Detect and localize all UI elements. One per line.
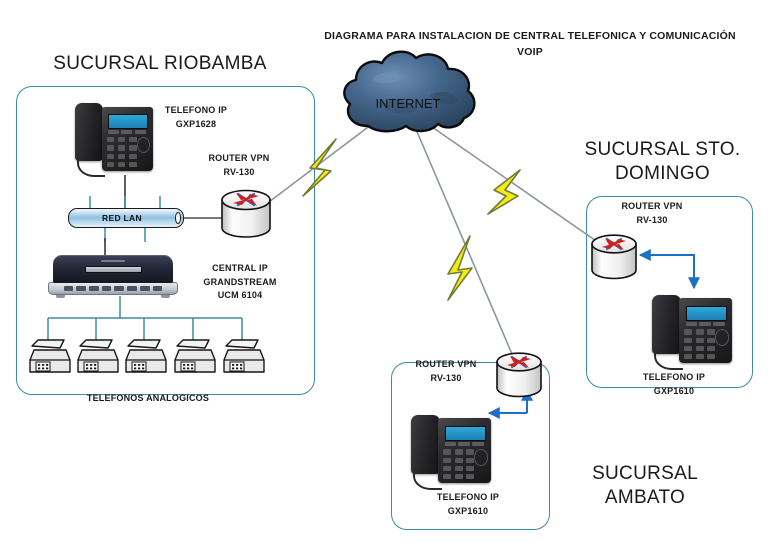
pbx-brand-mark: [101, 259, 125, 262]
diagram-title-line1: DIAGRAMA PARA INSTALACION DE CENTRAL TEL…: [324, 30, 736, 42]
device-label-riobamba-router: ROUTER VPN RV-130: [190, 152, 288, 179]
lightning-bolt-santo-domingo: [487, 169, 521, 215]
phone-keypad: [443, 449, 475, 480]
label-line2: GXP1610: [653, 385, 695, 396]
label-line1: CENTRAL IP: [212, 263, 268, 273]
phone-cord: [412, 466, 442, 490]
pbx-foot-left: [55, 294, 65, 298]
phone-body: [438, 417, 491, 484]
site-title-santo-domingo-line2: DOMINGO: [615, 162, 710, 184]
pbx-slot: [85, 266, 143, 273]
device-label-riobamba-pbx: CENTRAL IP GRANDSTREAM UCM 6104: [184, 262, 296, 303]
diagram-title-line2: VOIP: [517, 46, 543, 59]
site-title-santo-domingo: SUCURSAL STO. DOMINGO: [575, 138, 750, 186]
lan-bus-cap: [174, 212, 181, 224]
phone-screen: [107, 114, 148, 130]
site-title-santo-domingo-line1: SUCURSAL STO.: [584, 139, 741, 160]
ip-phone-icon-ambato: [411, 408, 491, 490]
phone-cord: [76, 154, 106, 177]
phone-nav-pad: [474, 449, 488, 466]
label-line1: ROUTER VPN: [208, 153, 270, 163]
phone-keypad: [684, 329, 716, 360]
phone-handset: [411, 414, 440, 474]
phone-softkeys: [685, 322, 725, 327]
site-panel-riobamba: [16, 86, 315, 395]
phone-nav-pad: [715, 329, 729, 346]
pbx-icon-riobamba: [48, 255, 178, 298]
label-line1: ROUTER VPN: [621, 201, 683, 211]
device-label-riobamba-analog: TELEFONOS ANALOGICOS: [86, 393, 210, 403]
ip-phone-icon-santo-domingo: [652, 288, 732, 370]
label-line3: UCM 6104: [217, 290, 263, 300]
label-line2: RV-130: [430, 372, 462, 383]
device-label-ambato-ipphone: TELEFONO IP GXP1610: [416, 491, 520, 518]
lan-bus-label: RED LAN: [102, 213, 142, 223]
phone-softkeys: [444, 442, 484, 447]
label-line1: TELEFONO IP: [164, 105, 228, 115]
internet-label: INTERNET: [376, 96, 441, 111]
phone-keypad: [106, 137, 137, 167]
phone-body: [101, 106, 153, 171]
phone-cord: [653, 346, 683, 370]
site-title-ambato-line2: AMBATO: [604, 486, 686, 508]
phone-softkeys: [107, 130, 146, 135]
internet-cloud-icon: [343, 50, 476, 133]
site-panel-santo-domingo: [586, 196, 753, 388]
lightning-bolt-ambato: [447, 235, 473, 301]
site-title-ambato: SUCURSAL AMBATO: [565, 462, 725, 510]
phone-nav-pad: [136, 137, 150, 154]
device-label-sd-ipphone: TELEFONO IP GXP1610: [622, 371, 726, 398]
phone-screen: [685, 305, 727, 321]
device-label-sd-router: ROUTER VPN RV-130: [600, 200, 704, 227]
label-line1: ROUTER VPN: [415, 359, 477, 369]
site-title-riobamba: SUCURSAL RIOBAMBA: [53, 53, 267, 74]
label-line1: TELEFONO IP: [642, 372, 706, 382]
phone-body: [679, 297, 732, 364]
label-line2: GXP1628: [175, 118, 217, 129]
label-line1: TELEFONO IP: [436, 492, 500, 502]
device-label-ambato-router: ROUTER VPN RV-130: [396, 358, 496, 385]
wan-link-lines: [264, 111, 613, 369]
phone-screen: [444, 425, 486, 441]
label-line2: GXP1610: [447, 505, 489, 516]
phone-handset: [75, 103, 104, 161]
ip-phone-icon-riobamba: [75, 97, 153, 177]
label-line2: RV-130: [636, 214, 668, 225]
diagram-title: DIAGRAMA PARA INSTALACION DE CENTRAL TEL…: [300, 28, 760, 61]
pbx-foot-right: [161, 294, 171, 298]
label-line2: GRANDSTREAM: [203, 276, 277, 287]
label-line2: RV-130: [223, 166, 255, 177]
lan-bus-icon-riobamba: RED LAN: [68, 208, 184, 228]
pbx-ports: [63, 286, 163, 292]
pbx-lid: [53, 255, 173, 283]
phone-handset: [652, 294, 681, 354]
site-title-ambato-line1: SUCURSAL: [592, 463, 698, 484]
device-label-riobamba-ipphone: TELEFONO IP GXP1628: [148, 104, 244, 131]
